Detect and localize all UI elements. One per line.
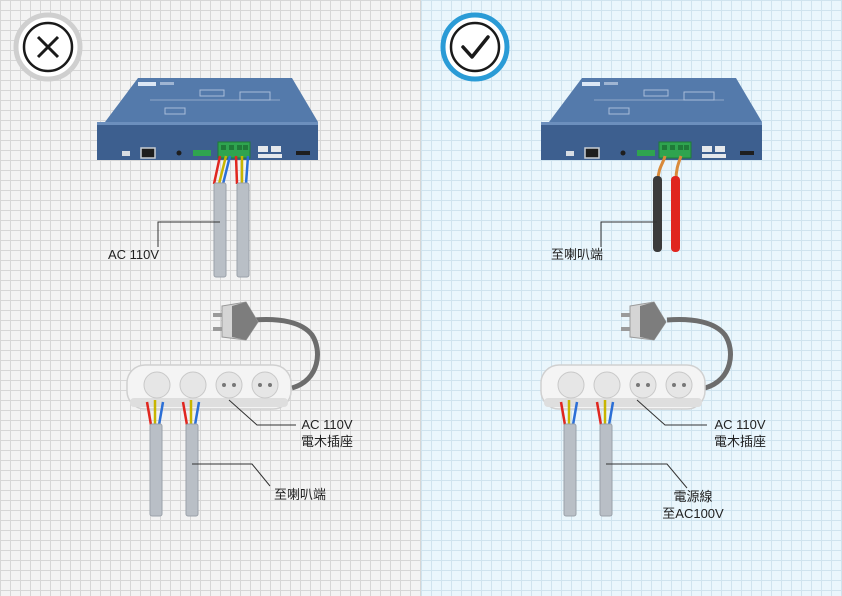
power-cables-into-terminal bbox=[212, 155, 250, 278]
incorrect-wiring-illustration bbox=[13, 12, 320, 517]
outlet-label-type: 電木插座 bbox=[713, 434, 766, 449]
cable-label: AC 110V bbox=[108, 247, 160, 262]
outlet-label: AC 110V 電木插座 bbox=[292, 416, 362, 450]
amplifier-device bbox=[97, 78, 318, 160]
plug-cable-label: 至喇叭端 bbox=[274, 487, 327, 502]
outlet-label-type: 電木插座 bbox=[300, 434, 353, 449]
x-mark-icon bbox=[13, 12, 83, 82]
power-strip bbox=[126, 301, 320, 410]
correct-wiring-panel: 至喇叭端 AC 110V 電木插座 電源線 至AC100V bbox=[421, 0, 842, 596]
check-mark-icon bbox=[440, 12, 510, 82]
plug-cable-label-line1: 電源線 bbox=[673, 489, 713, 504]
plug-cable-label-line2: 至AC100V bbox=[662, 506, 724, 521]
amplifier-device bbox=[541, 78, 762, 160]
plug-cable-label: 電源線 至AC100V bbox=[653, 488, 733, 522]
power-cords-into-outlet bbox=[559, 400, 615, 517]
power-strip bbox=[540, 301, 733, 410]
outlet-label-voltage: AC 110V bbox=[714, 417, 766, 432]
outlet-label-voltage: AC 110V bbox=[301, 417, 353, 432]
outlet-label: AC 110V 電木插座 bbox=[705, 416, 775, 450]
correct-wiring-illustration bbox=[440, 12, 762, 517]
speaker-cables-into-outlet bbox=[145, 400, 201, 517]
incorrect-wiring-panel: AC 110V AC 110V 電木插座 至喇叭端 bbox=[0, 0, 421, 596]
cable-label: 至喇叭端 bbox=[551, 247, 604, 262]
speaker-wires-into-terminal bbox=[653, 155, 683, 252]
